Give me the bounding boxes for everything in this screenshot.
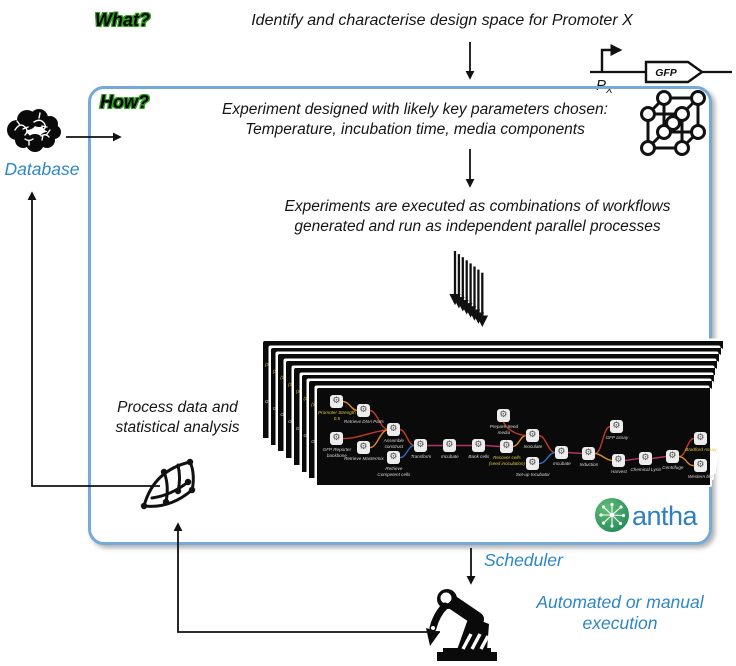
workflow-node-label: Chemical Lysis xyxy=(630,466,662,472)
diagram-title: Identify and characterise design space f… xyxy=(251,12,633,29)
workflow-node: ⚙ xyxy=(693,431,707,445)
workflow-node: ⚙ xyxy=(356,403,370,417)
process-statement-line1: Process data and xyxy=(117,399,238,416)
workflow-node: ⚙ xyxy=(693,458,707,472)
workflow-node-label: Inoculate xyxy=(523,443,543,449)
workflow-node: ⚙ xyxy=(554,445,568,459)
workflow-node-label: Retrieve Mastermix xyxy=(344,455,384,461)
execute-statement-line1: Experiments are executed as combinations… xyxy=(284,198,671,215)
workflow-node-label: Incubate xyxy=(553,460,571,466)
workflow-node-label: Western blot xyxy=(688,473,714,479)
database-label: Database xyxy=(4,159,80,179)
workflow-label-fragment: (Str xyxy=(311,402,319,408)
execution-label-line1: Automated or manual xyxy=(536,592,704,612)
antha-logo-text: antha xyxy=(632,501,698,531)
gfp-gene-label: GFP xyxy=(655,67,678,79)
workflow-node: ⚙ xyxy=(442,438,456,452)
promoter-label: PX xyxy=(596,77,613,94)
workflow-node: ⚙ xyxy=(638,451,652,465)
workflow-node-label: Retrieve Competent cells xyxy=(377,465,411,477)
statistics-surface-icon xyxy=(140,458,196,510)
workflow-node-label: Retrieve DNA Parts xyxy=(343,418,384,424)
workflow-label-fragment: GFP xyxy=(273,406,282,411)
workflow-label-fragment: (Str xyxy=(272,368,281,374)
workflow-node: ⚙ xyxy=(499,439,513,453)
workflow-node-label: Transform xyxy=(410,453,432,459)
design-statement: Experiment designed with likely key para… xyxy=(185,100,645,140)
promoter-gfp-construct-icon: GFP PX xyxy=(590,44,732,94)
robot-arm-icon xyxy=(426,589,497,661)
workflow-node: ⚙ xyxy=(471,438,485,452)
gfp-gene-glyph xyxy=(644,60,705,84)
workflow-node: ⚙ xyxy=(356,440,370,454)
workflow-label-fragment: (Str xyxy=(265,362,273,367)
process-statement-line2: statistical analysis xyxy=(115,419,240,436)
workflow-node-label: GFP Reporter backbone xyxy=(322,446,352,458)
workflow-node: ⚙ xyxy=(329,394,343,408)
antha-logo-icon xyxy=(595,498,629,532)
workflow-node: ⚙ xyxy=(525,428,539,442)
workflow-node: ⚙ xyxy=(496,408,510,422)
workflow-node: ⚙ xyxy=(386,450,400,464)
workflow-label-fragment: GFP xyxy=(311,439,321,445)
workflow-node: ⚙ xyxy=(611,453,625,467)
execute-statement-line2: generated and run as independent paralle… xyxy=(294,218,661,235)
promoter-arrow-icon xyxy=(600,44,623,72)
workflow-node-label: Prepare Seed media xyxy=(489,423,519,435)
execution-label-line2: execution xyxy=(582,613,658,633)
workflow-label-fragment: (Str xyxy=(295,388,304,394)
execution-label: Automated or manual execution xyxy=(515,592,725,634)
workflow-node-label: Assemble construct xyxy=(383,437,404,449)
workflow-label-fragment: (Str xyxy=(280,375,288,381)
workflow-node-label: Bank cells xyxy=(468,453,490,459)
workflow-label-fragment: GFP xyxy=(304,433,313,438)
workflow-node: ⚙ xyxy=(609,419,623,433)
workflow-node-label: Recover cells (seed inoculation) xyxy=(488,454,526,466)
design-statement-line2: Temperature, incubation time, media comp… xyxy=(245,121,585,138)
workflow-label-fragment: GFP xyxy=(280,412,289,417)
how-label: How? xyxy=(100,92,149,112)
workflow-node-label: Centrifuge xyxy=(662,464,684,470)
workflow-node-label: GFP assay xyxy=(605,434,629,440)
workflow-node: ⚙ xyxy=(329,431,343,445)
workflow-node-label: Promoter Strength 0.5 xyxy=(318,409,356,421)
execute-statement: Experiments are executed as combinations… xyxy=(250,197,705,237)
workflow-wires xyxy=(342,400,695,467)
workflow-node-label: Incubate xyxy=(441,453,459,459)
workflow-panel-front: ⚙Promoter Strength 0.5⚙Retrieve DNA Part… xyxy=(316,387,717,487)
workflow-node-label: Bradford Assay xyxy=(685,446,717,452)
workflow-node: ⚙ xyxy=(581,446,595,460)
workflow-label-fragment: GFP xyxy=(288,419,298,425)
workflow-label-fragment: GFP xyxy=(295,425,306,431)
what-label: What? xyxy=(95,10,150,30)
scheduler-label: Scheduler xyxy=(484,550,563,570)
workflow-label-fragment: (Str xyxy=(303,395,311,401)
workflow-node: ⚙ xyxy=(665,449,679,463)
workflow-label-fragment: GFP xyxy=(265,399,275,404)
workflow-node: ⚙ xyxy=(386,422,400,436)
workflow-node: ⚙ xyxy=(525,456,539,470)
process-statement: Process data and statistical analysis xyxy=(95,398,260,438)
workflow-node-label: Harvest xyxy=(610,468,627,474)
workflow-node: ⚙ xyxy=(413,438,427,452)
brain-database-icon xyxy=(7,109,61,152)
doe-cube-icon xyxy=(640,90,706,156)
workflow-node-label: Induction xyxy=(579,461,599,467)
workflow-label-fragment: (Str xyxy=(288,382,296,388)
design-statement-line1: Experiment designed with likely key para… xyxy=(222,101,608,118)
workflow-node-label: Set-up Incubator xyxy=(515,471,550,477)
